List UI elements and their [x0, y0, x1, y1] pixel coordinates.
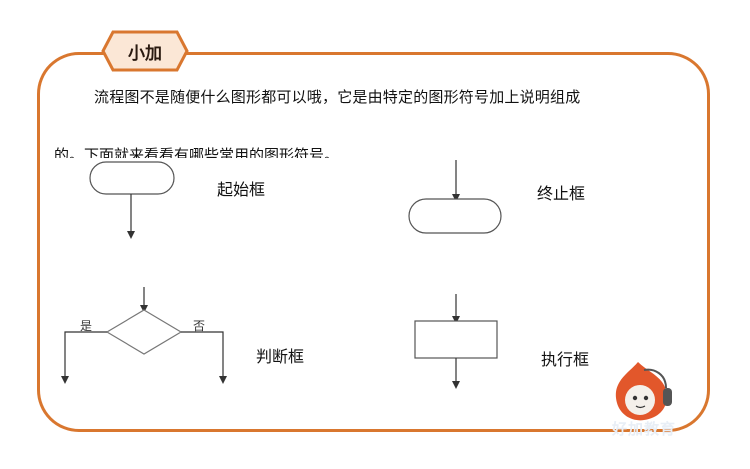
- mascot-logo: [615, 362, 672, 421]
- tag-label: 小加: [128, 43, 162, 64]
- start-symbol: [89, 161, 175, 239]
- process-label: 执行框: [541, 350, 590, 369]
- process-symbol: [414, 294, 498, 389]
- yes-branch-label: 是: [80, 319, 93, 333]
- intro-text-line1: 流程图不是随便什么图形都可以哦，它是由特定的图形符号加上说明组成: [94, 88, 581, 106]
- intro-text-line2: 的。下面就来看看有哪些常用的图形符号。: [54, 146, 340, 158]
- content-frame: [37, 52, 710, 432]
- no-branch-label: 否: [193, 319, 206, 333]
- section-tag: 小加: [101, 29, 189, 73]
- end-symbol: [408, 160, 502, 234]
- decision-symbol: [61, 287, 227, 384]
- end-label: 终止框: [537, 184, 586, 203]
- decision-label: 判断框: [256, 347, 305, 366]
- start-label: 起始框: [217, 180, 266, 199]
- tag-hexagon: [101, 30, 189, 72]
- watermark-text: 好加教育: [612, 420, 677, 438]
